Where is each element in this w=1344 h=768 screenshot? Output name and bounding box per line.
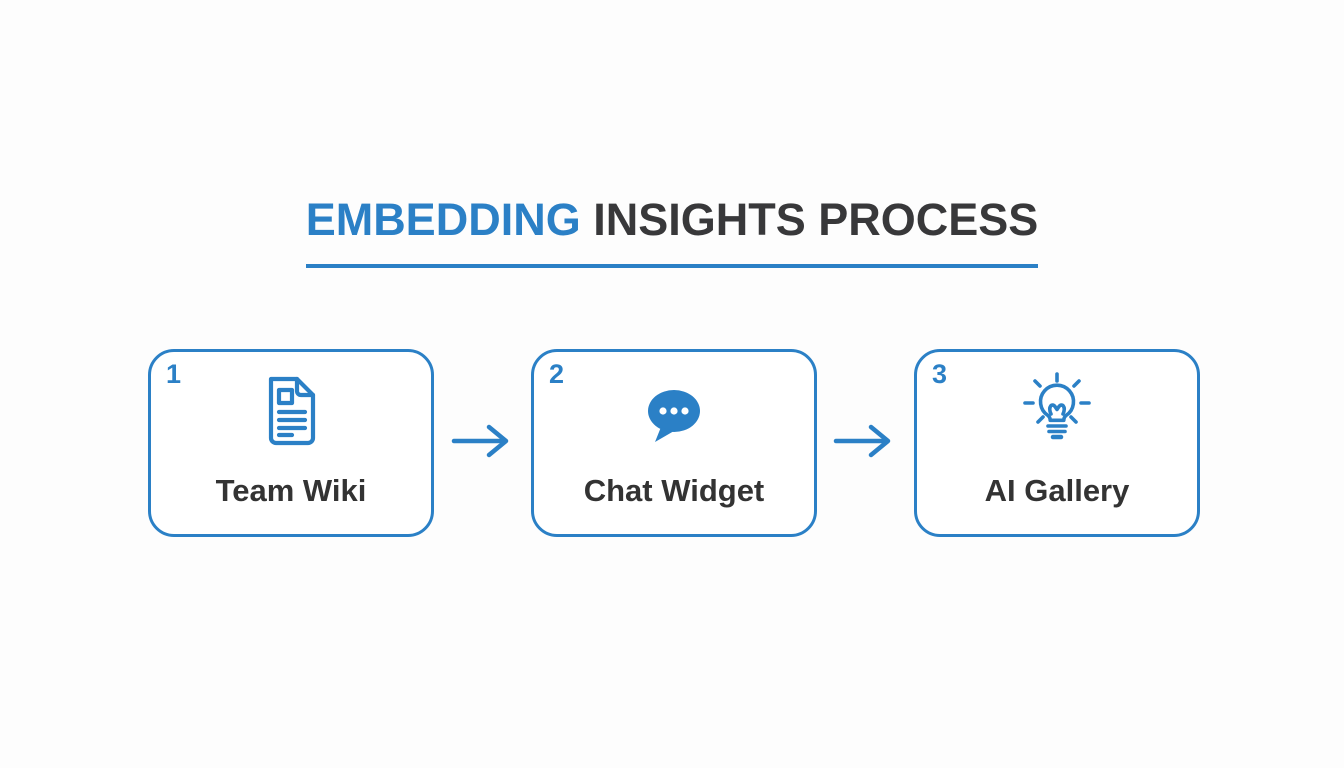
step-box-ai-gallery: 3 AI Gallery <box>914 349 1200 537</box>
title-highlight: EMBEDDING <box>305 194 581 245</box>
step-box-chat-widget: 2 Chat Widget <box>531 349 817 537</box>
lightbulb-icon <box>1018 370 1096 448</box>
title-rest: INSIGHTS PROCESS <box>580 194 1039 245</box>
document-icon <box>259 374 323 446</box>
page-title: EMBEDDING INSIGHTS PROCESS <box>0 197 1344 242</box>
step-box-team-wiki: 1 Team Wiki <box>148 349 434 537</box>
step-label: AI Gallery <box>984 473 1130 508</box>
title-underline <box>306 264 1038 268</box>
step-number: 2 <box>549 359 565 389</box>
step-label: Team Wiki <box>215 473 367 508</box>
step-number: 3 <box>932 359 948 389</box>
arrow-right-icon <box>832 421 898 461</box>
step-number: 1 <box>166 359 182 389</box>
arrow-right-icon <box>450 421 516 461</box>
chat-bubble-icon <box>642 386 706 444</box>
step-label: Chat Widget <box>583 473 765 508</box>
